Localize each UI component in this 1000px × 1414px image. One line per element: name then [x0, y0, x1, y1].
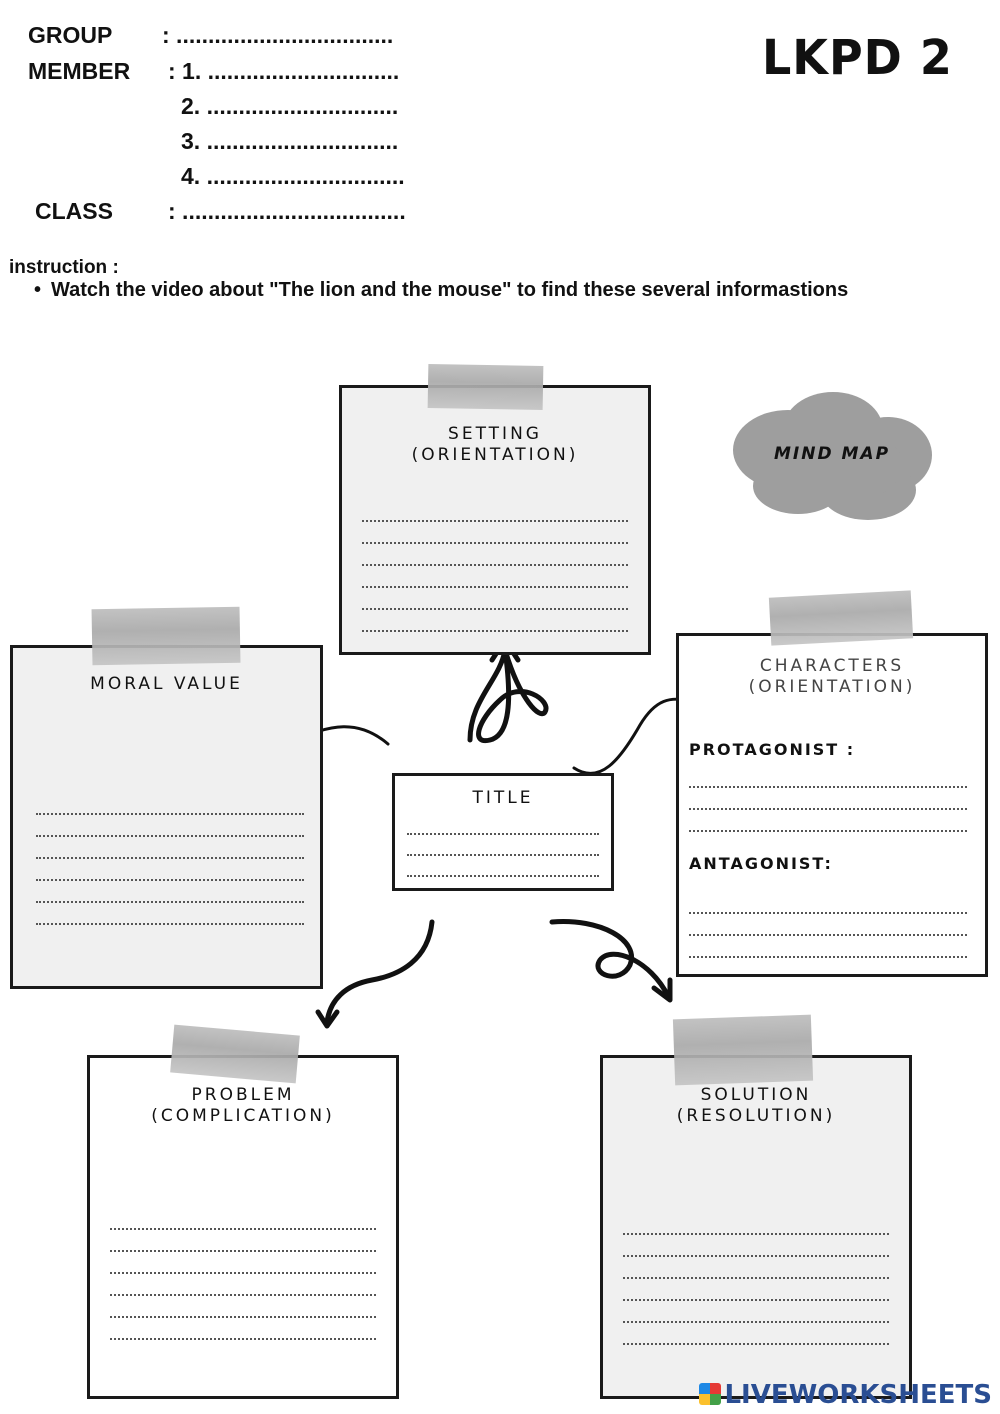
answer-line[interactable]: [110, 1252, 376, 1274]
answer-line[interactable]: [110, 1208, 376, 1230]
worksheet-logo: LKPD 2: [762, 28, 953, 86]
bullet-icon: •: [34, 279, 42, 301]
problem-card: PROBLEM (COMPLICATION): [87, 1055, 399, 1399]
problem-title: PROBLEM (COMPLICATION): [151, 1085, 335, 1126]
mind-map-label: MIND MAP: [774, 444, 891, 464]
answer-line[interactable]: [407, 814, 599, 835]
title-answer-lines[interactable]: [407, 814, 599, 877]
answer-line[interactable]: [36, 837, 304, 859]
instruction-item: • Watch the video about "The lion and the…: [34, 279, 848, 302]
answer-line[interactable]: [110, 1318, 376, 1340]
class-field[interactable]: : ...................................: [168, 198, 406, 224]
answer-line[interactable]: [689, 914, 967, 936]
problem-answer-lines[interactable]: [110, 1208, 376, 1340]
instruction-label: instruction :: [9, 257, 119, 278]
answer-line[interactable]: [110, 1274, 376, 1296]
answer-line[interactable]: [36, 815, 304, 837]
answer-line[interactable]: [362, 610, 628, 632]
answer-line[interactable]: [362, 522, 628, 544]
watermark-text: LIVEWORKSHEETS: [724, 1380, 992, 1410]
solution-card: SOLUTION (RESOLUTION): [600, 1055, 912, 1399]
answer-line[interactable]: [689, 810, 967, 832]
protagonist-answer-lines[interactable]: [689, 766, 967, 832]
solution-title: SOLUTION (RESOLUTION): [676, 1085, 836, 1126]
member-field-2[interactable]: 2. ..............................: [181, 93, 399, 119]
answer-line[interactable]: [362, 500, 628, 522]
group-field[interactable]: : ..................................: [162, 22, 394, 48]
answer-line[interactable]: [689, 892, 967, 914]
answer-line[interactable]: [36, 793, 304, 815]
characters-card: CHARACTERS (ORIENTATION) PROTAGONIST : A…: [676, 633, 988, 977]
class-label: CLASS: [35, 198, 113, 224]
tape-decoration: [768, 590, 914, 646]
setting-card: SETTING (ORIENTATION): [339, 385, 651, 655]
answer-line[interactable]: [362, 588, 628, 610]
member-field-4[interactable]: 4. ...............................: [181, 163, 405, 189]
moral-value-title: MORAL VALUE: [90, 674, 243, 694]
group-label: GROUP: [28, 22, 113, 48]
answer-line[interactable]: [110, 1230, 376, 1252]
arrow-to-setting: [467, 647, 549, 744]
moral-answer-lines[interactable]: [36, 793, 304, 925]
member-field-3[interactable]: 3. ..............................: [181, 128, 399, 154]
member-label: MEMBER: [28, 58, 131, 84]
answer-line[interactable]: [689, 766, 967, 788]
title-label: TITLE: [472, 788, 534, 808]
moral-value-card: MORAL VALUE: [10, 645, 323, 989]
solution-answer-lines[interactable]: [623, 1213, 889, 1345]
answer-line[interactable]: [36, 903, 304, 925]
antagonist-label: ANTAGONIST:: [689, 854, 833, 873]
member-field-1[interactable]: : 1. ..............................: [168, 58, 400, 84]
mind-map-cloud: [733, 392, 932, 520]
answer-line[interactable]: [623, 1235, 889, 1257]
answer-line[interactable]: [407, 856, 599, 877]
answer-line[interactable]: [623, 1213, 889, 1235]
answer-line[interactable]: [623, 1279, 889, 1301]
instruction-text: Watch the video about "The lion and the …: [51, 279, 849, 301]
answer-line[interactable]: [689, 788, 967, 810]
answer-line[interactable]: [36, 859, 304, 881]
answer-line[interactable]: [689, 936, 967, 958]
setting-answer-lines[interactable]: [362, 500, 628, 632]
answer-line[interactable]: [36, 881, 304, 903]
answer-line[interactable]: [407, 835, 599, 856]
answer-line[interactable]: [623, 1301, 889, 1323]
answer-line[interactable]: [623, 1257, 889, 1279]
arrow-to-problem: [324, 919, 435, 1025]
tape-decoration: [672, 1014, 814, 1086]
tape-decoration: [91, 606, 241, 666]
liveworksheets-logo-icon: [699, 1383, 722, 1405]
tape-decoration: [427, 363, 544, 411]
setting-title: SETTING (ORIENTATION): [411, 424, 579, 465]
protagonist-label: PROTAGONIST :: [689, 740, 856, 759]
title-card: TITLE: [392, 773, 614, 891]
answer-line[interactable]: [362, 544, 628, 566]
answer-line[interactable]: [623, 1323, 889, 1345]
answer-line[interactable]: [110, 1296, 376, 1318]
liveworksheets-watermark: LIVEWORKSHEETS: [699, 1380, 992, 1410]
arrow-to-solution: [549, 919, 671, 999]
antagonist-answer-lines[interactable]: [689, 892, 967, 958]
characters-title: CHARACTERS (ORIENTATION): [748, 656, 916, 697]
answer-line[interactable]: [362, 566, 628, 588]
